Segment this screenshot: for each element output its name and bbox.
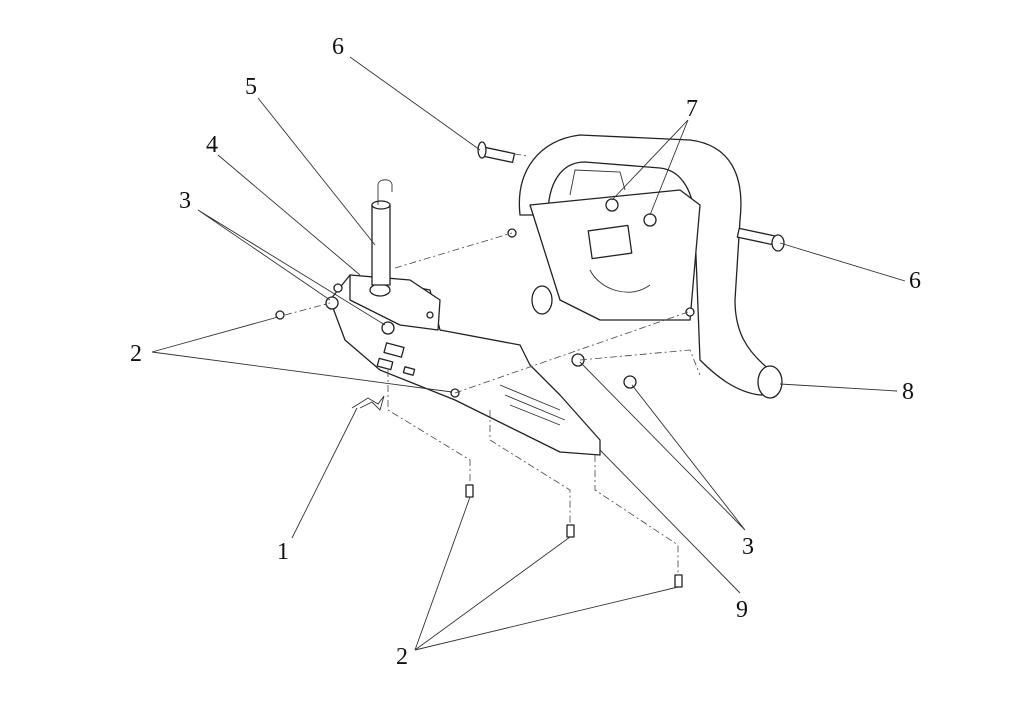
bumper-tube-part-8 xyxy=(518,134,783,399)
bolt-part-6 xyxy=(477,141,785,252)
bracket-part-4 xyxy=(333,274,441,331)
pin-part-5 xyxy=(371,179,393,286)
callout-2-bottom: 2 xyxy=(396,644,408,670)
callout-6: 6 xyxy=(332,34,344,60)
assembly-lines xyxy=(284,153,701,575)
clip-part-1 xyxy=(351,395,385,411)
callout-1: 1 xyxy=(277,539,289,565)
callout-5: 5 xyxy=(245,74,257,100)
callout-8: 8 xyxy=(902,379,914,405)
callout-3: 3 xyxy=(179,188,191,214)
screw-part-2 xyxy=(275,310,683,588)
callout-6-right: 6 xyxy=(909,268,921,294)
leader-lines xyxy=(151,56,906,651)
callout-4: 4 xyxy=(206,132,218,158)
callout-7: 7 xyxy=(686,96,698,122)
callout-2: 2 xyxy=(130,341,142,367)
callout-9: 9 xyxy=(736,597,748,623)
callout-3-right: 3 xyxy=(742,534,754,560)
winch-mount-plate xyxy=(507,169,701,321)
